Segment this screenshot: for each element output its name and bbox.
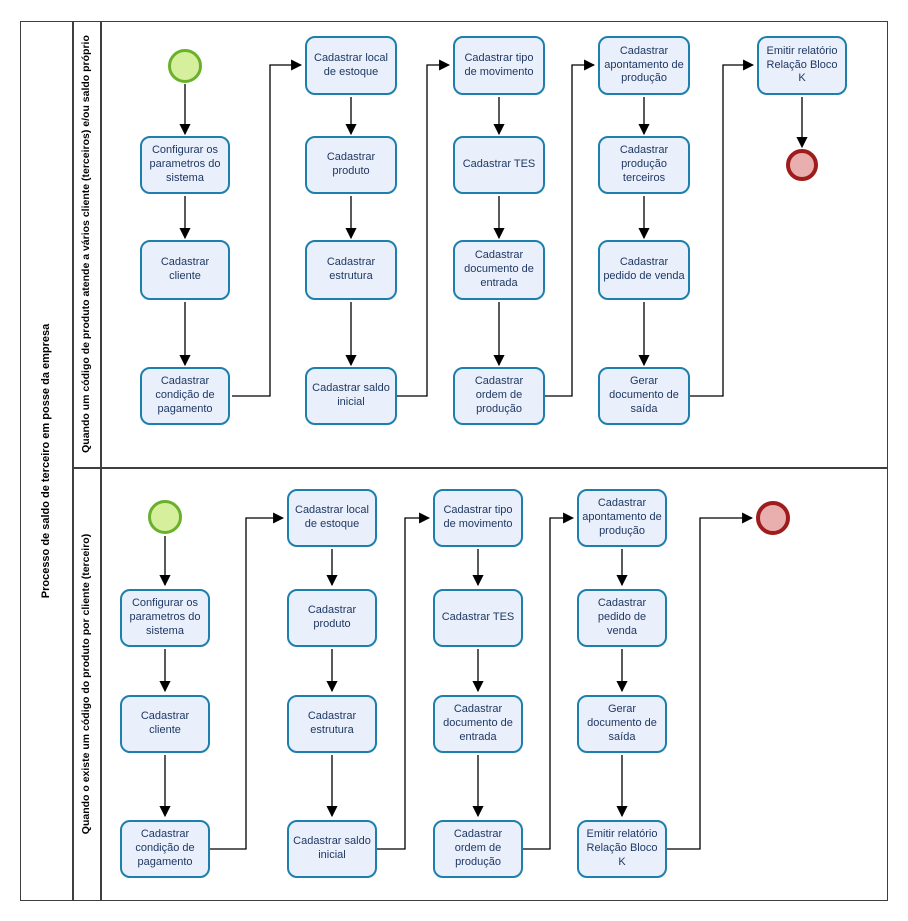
task-cadastrar-produto-lane1[interactable]: Cadastrar produto [305,136,397,194]
task-cadastrar-cliente-lane2[interactable]: Cadastrar cliente [120,695,210,753]
start-event-lane2[interactable] [148,500,182,534]
task-label: Cadastrar condição de pagamento [135,828,195,868]
task-label: Cadastrar estrutura [326,256,376,282]
lane-1-header: Quando um código de produto atende a vár… [72,21,100,467]
task-label: Cadastrar produção terceiros [619,144,669,184]
task-label: Cadastrar pedido de venda [597,597,647,637]
task-cadastrar-tes-lane2[interactable]: Cadastrar TES [433,589,523,647]
task-label: Cadastrar tipo de movimento [443,504,513,530]
lane-2-header: Quando o existe um código do produto por… [72,467,100,901]
task-cadastrar-tipo-movimento-lane2[interactable]: Cadastrar tipo de movimento [433,489,523,547]
task-label: Cadastrar local de estoque [295,504,369,530]
task-cadastrar-documento-entrada-lane2[interactable]: Cadastrar documento de entrada [433,695,523,753]
task-label: Emitir relatório Relação Bloco K [586,828,658,868]
task-cadastrar-apontamento-producao-lane2[interactable]: Cadastrar apontamento de produção [577,489,667,547]
lane-label-divider [100,21,102,901]
task-label: Cadastrar produto [326,151,376,177]
task-label: Cadastrar estrutura [307,710,357,736]
task-cadastrar-ordem-producao-lane2[interactable]: Cadastrar ordem de produção [433,820,523,878]
task-label: Gerar documento de saída [587,703,657,743]
task-configurar-parametros-lane1[interactable]: Configurar os parametros do sistema [140,136,230,194]
task-cadastrar-documento-entrada-lane1[interactable]: Cadastrar documento de entrada [453,240,545,300]
task-label: Cadastrar apontamento de produção [604,44,684,85]
lane-divider [72,467,888,469]
task-label: Configurar os parametros do sistema [129,597,201,637]
task-cadastrar-saldo-inicial-lane2[interactable]: Cadastrar saldo inicial [287,820,377,878]
task-label: Cadastrar ordem de produção [453,828,503,868]
task-cadastrar-saldo-inicial-lane1[interactable]: Cadastrar saldo inicial [305,367,397,425]
task-cadastrar-estrutura-lane2[interactable]: Cadastrar estrutura [287,695,377,753]
task-cadastrar-pedido-venda-lane2[interactable]: Cadastrar pedido de venda [577,589,667,647]
task-cadastrar-producao-terceiros-lane1[interactable]: Cadastrar produção terceiros [598,136,690,194]
task-label: Cadastrar cliente [160,256,210,282]
pool-title: Processo de saldo de terceiro em posse d… [20,21,72,901]
task-label: Cadastrar pedido de venda [603,256,685,282]
pool-title-label: Processo de saldo de terceiro em posse d… [40,323,52,599]
task-cadastrar-condicao-pagamento-lane1[interactable]: Cadastrar condição de pagamento [140,367,230,425]
task-cadastrar-apontamento-producao-lane1[interactable]: Cadastrar apontamento de produção [598,36,690,95]
end-event-lane1[interactable] [786,149,818,181]
task-cadastrar-local-estoque-lane2[interactable]: Cadastrar local de estoque [287,489,377,547]
task-label: Cadastrar documento de entrada [443,703,513,743]
task-cadastrar-condicao-pagamento-lane2[interactable]: Cadastrar condição de pagamento [120,820,210,878]
task-label: Cadastrar documento de entrada [464,249,534,289]
task-cadastrar-cliente-lane1[interactable]: Cadastrar cliente [140,240,230,300]
task-emitir-relatorio-bloco-k-lane2[interactable]: Emitir relatório Relação Bloco K [577,820,667,878]
task-label: Cadastrar local de estoque [314,51,388,78]
task-label: Cadastrar TES [462,158,536,171]
task-cadastrar-tes-lane1[interactable]: Cadastrar TES [453,136,545,194]
start-event-lane1[interactable] [168,49,202,83]
task-emitir-relatorio-bloco-k-lane1[interactable]: Emitir relatório Relação Bloco K [757,36,847,95]
task-label: Cadastrar saldo inicial [312,382,390,408]
task-cadastrar-pedido-venda-lane1[interactable]: Cadastrar pedido de venda [598,240,690,300]
lane-1-label: Quando um código de produto atende a vár… [80,35,92,453]
task-cadastrar-local-estoque-lane1[interactable]: Cadastrar local de estoque [305,36,397,95]
task-cadastrar-ordem-producao-lane1[interactable]: Cadastrar ordem de produção [453,367,545,425]
task-label: Cadastrar apontamento de produção [582,497,662,537]
pool-title-divider [72,21,74,901]
task-label: Configurar os parametros do sistema [149,144,221,184]
task-label: Emitir relatório Relação Bloco K [766,44,838,85]
task-configurar-parametros-lane2[interactable]: Configurar os parametros do sistema [120,589,210,647]
task-label: Cadastrar saldo inicial [293,835,371,861]
task-label: Cadastrar condição de pagamento [155,375,215,415]
end-event-lane2[interactable] [756,501,790,535]
pool-border [20,21,888,901]
lane-2-label: Quando o existe um código do produto por… [80,533,92,835]
task-gerar-documento-saida-lane2[interactable]: Gerar documento de saída [577,695,667,753]
task-gerar-documento-saida-lane1[interactable]: Gerar documento de saída [598,367,690,425]
task-cadastrar-estrutura-lane1[interactable]: Cadastrar estrutura [305,240,397,300]
task-label: Cadastrar tipo de movimento [464,51,534,78]
task-label: Cadastrar TES [441,611,515,624]
task-cadastrar-tipo-movimento-lane1[interactable]: Cadastrar tipo de movimento [453,36,545,95]
task-cadastrar-produto-lane2[interactable]: Cadastrar produto [287,589,377,647]
task-label: Cadastrar ordem de produção [474,375,524,415]
task-label: Cadastrar cliente [140,710,190,736]
task-label: Cadastrar produto [307,604,357,630]
task-label: Gerar documento de saída [609,375,679,415]
